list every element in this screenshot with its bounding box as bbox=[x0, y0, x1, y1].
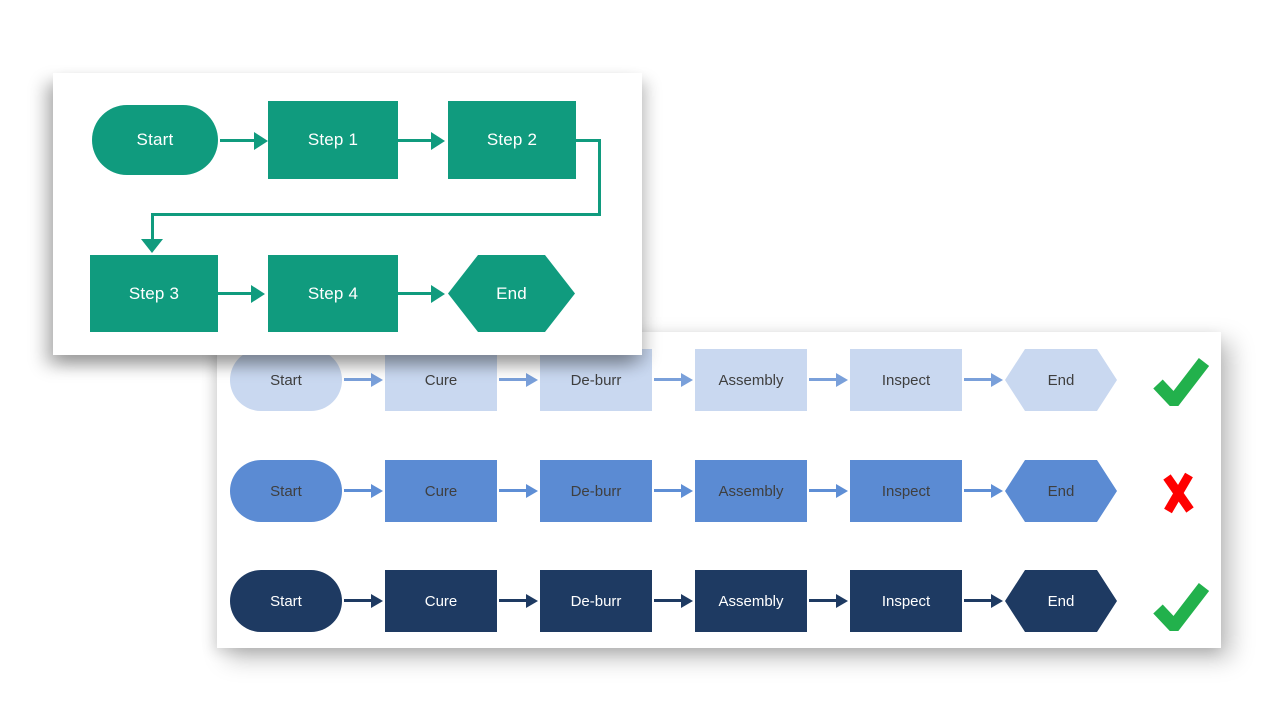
node-label: De-burr bbox=[570, 371, 622, 389]
node-label: Step 3 bbox=[128, 283, 180, 303]
node-label: End bbox=[1047, 482, 1075, 500]
node-label: De-burr bbox=[570, 482, 622, 500]
arrow-icon bbox=[344, 483, 383, 498]
flow-node-deburr: De-burr bbox=[540, 570, 652, 632]
node-label: Assembly bbox=[718, 371, 784, 389]
flow-node-step3: Step 3 bbox=[90, 255, 218, 332]
node-label: Start bbox=[270, 371, 302, 389]
node-label: Start bbox=[136, 130, 174, 149]
node-label: Step 1 bbox=[307, 130, 359, 149]
node-label: End bbox=[1047, 592, 1075, 610]
connector-segment bbox=[576, 139, 601, 142]
flow-node-inspect: Inspect bbox=[850, 570, 962, 632]
arrow-icon bbox=[344, 593, 383, 608]
arrow-icon bbox=[809, 372, 848, 387]
flow-node-inspect: Inspect bbox=[850, 460, 962, 522]
node-label: Start bbox=[270, 482, 302, 500]
flow-node-cure: Cure bbox=[385, 349, 497, 411]
arrow-icon bbox=[398, 131, 445, 150]
arrow-icon bbox=[218, 284, 265, 303]
flow-node-end: End bbox=[1005, 570, 1117, 632]
node-label: Cure bbox=[424, 482, 458, 500]
node-label: Inspect bbox=[881, 371, 931, 389]
green-flowchart-panel: Start Step 1 Step 2 Step 3 Step 4 End bbox=[53, 73, 642, 355]
node-label: End bbox=[1047, 371, 1075, 389]
arrow-icon bbox=[964, 483, 1003, 498]
node-label: Cure bbox=[424, 592, 458, 610]
flow-node-inspect: Inspect bbox=[850, 349, 962, 411]
node-label: Cure bbox=[424, 371, 458, 389]
flow-node-cure: Cure bbox=[385, 460, 497, 522]
arrow-icon bbox=[809, 483, 848, 498]
flow-node-cure: Cure bbox=[385, 570, 497, 632]
node-label: De-burr bbox=[570, 592, 622, 610]
arrow-icon bbox=[398, 284, 445, 303]
flow-row-light: Start Cure De-burr Assembly Inspect End bbox=[217, 349, 1221, 412]
node-label: Step 2 bbox=[486, 130, 538, 149]
arrow-icon bbox=[499, 593, 538, 608]
flow-node-assembly: Assembly bbox=[695, 349, 807, 411]
check-icon bbox=[1153, 356, 1210, 412]
arrow-icon bbox=[344, 372, 383, 387]
connector-segment bbox=[598, 139, 601, 216]
connector-segment bbox=[151, 213, 601, 216]
flow-node-step2: Step 2 bbox=[448, 101, 576, 179]
flow-node-start: Start bbox=[92, 105, 218, 175]
flow-row-medium: Start Cure De-burr Assembly Inspect End bbox=[217, 460, 1221, 522]
connector-segment bbox=[151, 213, 154, 240]
flow-node-start: Start bbox=[230, 349, 342, 411]
flow-node-assembly: Assembly bbox=[695, 460, 807, 522]
check-icon bbox=[1153, 581, 1210, 637]
arrow-icon bbox=[654, 483, 693, 498]
node-label: End bbox=[496, 283, 527, 303]
flow-node-deburr: De-burr bbox=[540, 460, 652, 522]
flow-node-assembly: Assembly bbox=[695, 570, 807, 632]
comparison-panel: Start Cure De-burr Assembly Inspect End … bbox=[217, 332, 1221, 648]
node-label: Start bbox=[270, 592, 302, 610]
arrow-icon bbox=[220, 131, 268, 150]
flow-node-deburr: De-burr bbox=[540, 349, 652, 411]
flow-node-end: End bbox=[1005, 349, 1117, 411]
arrow-icon bbox=[654, 372, 693, 387]
flow-node-start: Start bbox=[230, 570, 342, 632]
arrow-icon bbox=[964, 593, 1003, 608]
flow-node-step4: Step 4 bbox=[268, 255, 398, 332]
arrow-icon bbox=[499, 483, 538, 498]
cross-icon bbox=[1160, 471, 1196, 520]
arrow-icon bbox=[499, 372, 538, 387]
flow-node-start: Start bbox=[230, 460, 342, 522]
arrow-icon bbox=[654, 593, 693, 608]
arrow-down-icon bbox=[141, 239, 163, 253]
flow-node-end: End bbox=[1005, 460, 1117, 522]
node-label: Step 4 bbox=[307, 283, 359, 303]
arrow-icon bbox=[809, 593, 848, 608]
node-label: Inspect bbox=[881, 592, 931, 610]
arrow-icon bbox=[964, 372, 1003, 387]
node-label: Inspect bbox=[881, 482, 931, 500]
node-label: Assembly bbox=[718, 482, 784, 500]
flow-node-step1: Step 1 bbox=[268, 101, 398, 179]
flow-row-dark: Start Cure De-burr Assembly Inspect End bbox=[217, 570, 1221, 637]
node-label: Assembly bbox=[718, 592, 784, 610]
flow-node-end: End bbox=[448, 255, 575, 332]
